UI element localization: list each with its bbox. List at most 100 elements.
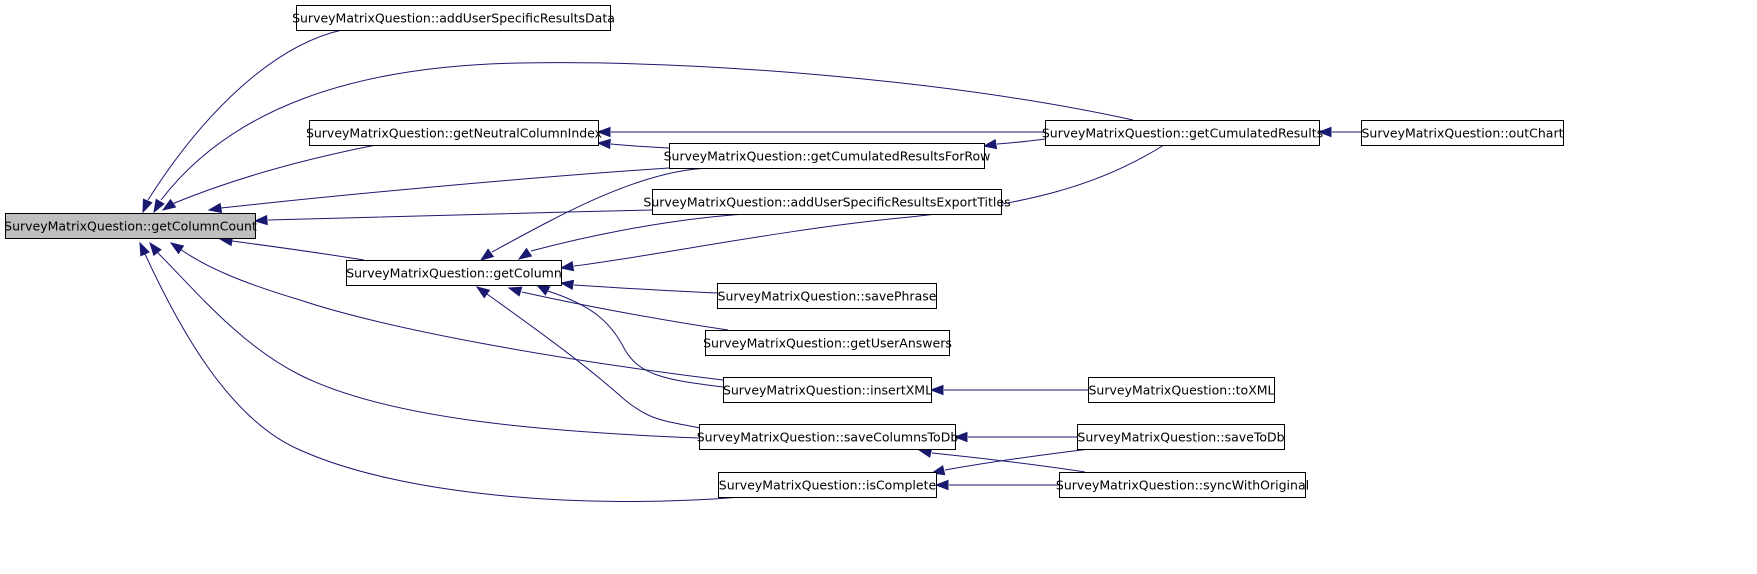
edge-saveColumnsToDb-to-getColumn bbox=[475, 286, 701, 429]
edge-arrowhead bbox=[934, 479, 949, 491]
edge-arrowhead bbox=[596, 126, 611, 138]
edge-line bbox=[573, 284, 718, 294]
edge-arrowhead bbox=[953, 431, 968, 443]
edge-arrowhead bbox=[517, 247, 533, 260]
node-box bbox=[705, 330, 950, 356]
edge-arrowhead bbox=[161, 198, 177, 211]
edge-line bbox=[530, 213, 746, 252]
edge-line bbox=[156, 251, 700, 439]
node-getColumn[interactable]: SurveyMatrixQuestion::getColumn bbox=[346, 260, 562, 286]
node-box bbox=[723, 377, 932, 403]
edge-arrowhead bbox=[139, 241, 150, 257]
edge-savePhrase-to-getColumn bbox=[559, 279, 718, 294]
node-getColumnCount[interactable]: SurveyMatrixQuestion::getColumnCount bbox=[4, 213, 257, 239]
edge-getCumulatedResults-to-getNeutralColumnIndex bbox=[596, 126, 1045, 138]
node-box bbox=[699, 424, 956, 450]
edge-insertXML-to-getColumn bbox=[535, 284, 724, 388]
edge-line bbox=[547, 290, 724, 388]
edge-getUserAnswers-to-getColumn bbox=[507, 286, 729, 331]
node-label: SurveyMatrixQuestion::saveToDb bbox=[1077, 430, 1284, 445]
edge-line bbox=[220, 167, 670, 209]
node-saveToDb[interactable]: SurveyMatrixQuestion::saveToDb bbox=[1077, 424, 1285, 450]
edge-addUserSpecificResultsExportTitles-to-getColumnCount bbox=[253, 209, 653, 226]
node-layer: SurveyMatrixQuestion::getColumnCountSurv… bbox=[4, 5, 1564, 498]
node-syncWithOriginal[interactable]: SurveyMatrixQuestion::syncWithOriginal bbox=[1056, 472, 1309, 498]
edge-line bbox=[931, 452, 1086, 473]
node-addUserSpecificResultsExportTitles[interactable]: SurveyMatrixQuestion::addUserSpecificRes… bbox=[643, 189, 1011, 215]
edge-line bbox=[610, 143, 670, 149]
node-label: SurveyMatrixQuestion::syncWithOriginal bbox=[1056, 478, 1309, 493]
node-saveColumnsToDb[interactable]: SurveyMatrixQuestion::saveColumnsToDb bbox=[697, 424, 959, 450]
node-getCumulatedResultsForRow[interactable]: SurveyMatrixQuestion::getCumulatedResult… bbox=[664, 143, 991, 169]
edge-line bbox=[179, 248, 724, 381]
edge-arrowhead bbox=[253, 214, 268, 226]
node-label: SurveyMatrixQuestion::getCumulatedResult… bbox=[664, 149, 991, 164]
edge-toXML-to-insertXML bbox=[929, 384, 1088, 396]
node-box bbox=[1059, 472, 1306, 498]
node-label: SurveyMatrixQuestion::saveColumnsToDb bbox=[697, 430, 959, 445]
edge-syncWithOriginal-to-saveColumnsToDb bbox=[917, 447, 1086, 473]
node-getCumulatedResults[interactable]: SurveyMatrixQuestion::getCumulatedResult… bbox=[1042, 120, 1323, 146]
node-box bbox=[717, 283, 937, 309]
node-label: SurveyMatrixQuestion::addUserSpecificRes… bbox=[292, 11, 615, 26]
edge-getNeutralColumnIndex-to-getColumnCount bbox=[161, 144, 377, 211]
node-box bbox=[1361, 120, 1564, 146]
edge-line bbox=[521, 291, 729, 331]
edge-arrowhead bbox=[982, 138, 998, 150]
node-insertXML[interactable]: SurveyMatrixQuestion::insertXML bbox=[723, 377, 932, 403]
node-addUserSpecificResultsData[interactable]: SurveyMatrixQuestion::addUserSpecificRes… bbox=[292, 5, 615, 31]
edge-line bbox=[160, 62, 1134, 201]
edge-arrowhead bbox=[559, 279, 575, 291]
node-label: SurveyMatrixQuestion::savePhrase bbox=[718, 289, 937, 304]
edge-arrowhead bbox=[535, 284, 551, 296]
node-label: SurveyMatrixQuestion::getColumn bbox=[346, 266, 562, 281]
edge-getColumn-to-getColumnCount bbox=[218, 235, 365, 261]
node-box bbox=[309, 120, 599, 146]
node-label: SurveyMatrixQuestion::getCumulatedResult… bbox=[1042, 126, 1323, 141]
node-isComplete[interactable]: SurveyMatrixQuestion::isComplete bbox=[718, 472, 937, 498]
edge-layer bbox=[139, 29, 1361, 503]
node-label: SurveyMatrixQuestion::outChart bbox=[1362, 126, 1564, 141]
edge-arrowhead bbox=[149, 241, 162, 257]
edge-outChart-to-getCumulatedResults bbox=[1317, 126, 1361, 138]
edge-arrowhead bbox=[142, 198, 153, 214]
node-box bbox=[1045, 120, 1320, 146]
node-getUserAnswers[interactable]: SurveyMatrixQuestion::getUserAnswers bbox=[703, 330, 952, 356]
edge-line bbox=[996, 138, 1046, 145]
edge-getCumulatedResultsForRow-to-getColumnCount bbox=[207, 167, 670, 214]
edge-arrowhead bbox=[929, 384, 944, 396]
node-getNeutralColumnIndex[interactable]: SurveyMatrixQuestion::getNeutralColumnIn… bbox=[306, 120, 602, 146]
edge-addUserSpecificResultsExportTitles-to-getColumn bbox=[517, 213, 746, 260]
node-box bbox=[346, 260, 562, 286]
edge-getCumulatedResults-to-getCumulatedResultsForRow bbox=[982, 138, 1046, 150]
node-box bbox=[669, 143, 985, 169]
node-box bbox=[5, 213, 256, 239]
edge-arrowhead bbox=[207, 202, 223, 214]
edge-line bbox=[147, 29, 343, 201]
edge-line bbox=[486, 293, 701, 429]
edge-line bbox=[573, 144, 1165, 267]
edge-arrowhead bbox=[475, 286, 491, 299]
edge-arrowhead bbox=[169, 242, 185, 255]
node-label: SurveyMatrixQuestion::isComplete bbox=[719, 478, 937, 493]
edge-line bbox=[267, 209, 653, 221]
node-box bbox=[1077, 424, 1285, 450]
edge-line bbox=[171, 144, 377, 205]
node-label: SurveyMatrixQuestion::addUserSpecificRes… bbox=[643, 195, 1010, 210]
node-label: SurveyMatrixQuestion::getColumnCount bbox=[4, 219, 257, 234]
edge-arrowhead bbox=[596, 138, 611, 150]
edge-insertXML-to-getColumnCount bbox=[169, 242, 724, 381]
edge-saveColumnsToDb-to-getColumnCount bbox=[149, 241, 700, 439]
node-savePhrase[interactable]: SurveyMatrixQuestion::savePhrase bbox=[717, 283, 937, 309]
node-label: SurveyMatrixQuestion::insertXML bbox=[723, 383, 932, 398]
edge-line bbox=[944, 448, 1091, 471]
node-box bbox=[652, 189, 1002, 215]
node-box bbox=[718, 472, 937, 498]
edge-getCumulatedResultsForRow-to-getNeutralColumnIndex bbox=[596, 138, 670, 150]
edge-arrowhead bbox=[1317, 126, 1332, 138]
node-box bbox=[1088, 377, 1275, 403]
node-outChart[interactable]: SurveyMatrixQuestion::outChart bbox=[1361, 120, 1564, 146]
edge-arrowhead bbox=[507, 286, 523, 297]
node-toXML[interactable]: SurveyMatrixQuestion::toXML bbox=[1088, 377, 1275, 403]
